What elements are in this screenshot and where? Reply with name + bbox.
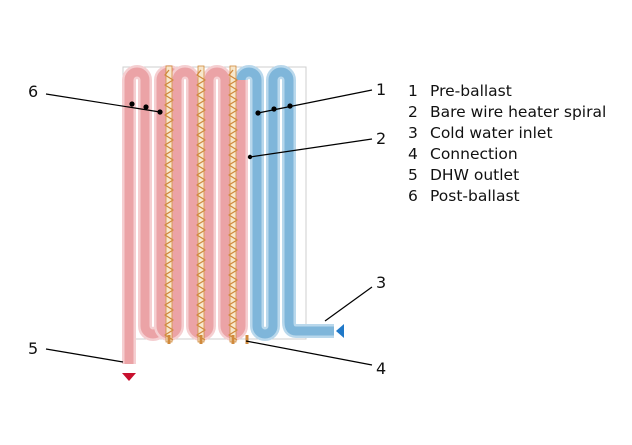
legend: 1 Pre-ballast 2 Bare wire heater spiral …	[408, 80, 606, 206]
leader-dot	[157, 109, 163, 115]
legend-text: Cold water inlet	[430, 123, 553, 142]
leader-dot	[143, 104, 149, 110]
legend-item-connection: 4 Connection	[408, 143, 606, 164]
leader-dot	[255, 110, 261, 116]
callout-4: 4	[376, 359, 386, 378]
legend-text: Connection	[430, 144, 518, 163]
callout-3: 3	[376, 273, 386, 292]
connection-terminal	[231, 335, 235, 344]
legend-number: 1	[408, 81, 418, 100]
leader-lines	[45, 89, 373, 366]
leader-line-1	[257, 89, 373, 114]
leader-line-4	[245, 340, 373, 366]
legend-item-post-ballast: 6 Post-ballast	[408, 185, 606, 206]
leader-line-2	[249, 138, 373, 158]
leader-line-6	[45, 93, 161, 113]
heater-spiral-wire	[196, 69, 206, 341]
callout-1: 1	[376, 80, 386, 99]
legend-item-pre-ballast: 1 Pre-ballast	[408, 80, 606, 101]
heater-spiral-wire	[164, 69, 174, 341]
legend-text: DHW outlet	[430, 165, 520, 184]
leader-dot	[271, 106, 277, 112]
heater-spiral-group	[164, 65, 249, 344]
legend-item-heater-spiral: 2 Bare wire heater spiral	[408, 101, 606, 122]
leader-line-3	[324, 286, 373, 322]
callout-2: 2	[376, 129, 386, 148]
connection-terminal	[167, 335, 171, 344]
legend-text: Post-ballast	[430, 186, 520, 205]
legend-text: Bare wire heater spiral	[430, 102, 607, 121]
callout-5: 5	[28, 339, 38, 358]
callout-6: 6	[28, 82, 38, 101]
leader-dot	[129, 101, 135, 107]
leader-dot	[287, 103, 293, 109]
dhw-outlet-arrow	[122, 373, 136, 381]
connection-terminal	[199, 335, 203, 344]
heater-spiral-wire	[228, 69, 238, 341]
connection-terminal	[245, 335, 249, 344]
cold-inlet-arrow	[336, 324, 344, 338]
pre-ballast-pipe	[236, 67, 334, 339]
leader-line-5	[45, 348, 124, 363]
legend-number: 6	[408, 186, 418, 205]
legend-text: Pre-ballast	[430, 81, 512, 100]
legend-number: 2	[408, 102, 418, 121]
legend-number: 5	[408, 165, 418, 184]
leader-dot	[247, 154, 253, 160]
legend-item-dhw-outlet: 5 DHW outlet	[408, 164, 606, 185]
legend-number: 4	[408, 144, 418, 163]
leader-dots	[129, 101, 293, 160]
legend-number: 3	[408, 123, 418, 142]
legend-item-cold-water-inlet: 3 Cold water inlet	[408, 122, 606, 143]
